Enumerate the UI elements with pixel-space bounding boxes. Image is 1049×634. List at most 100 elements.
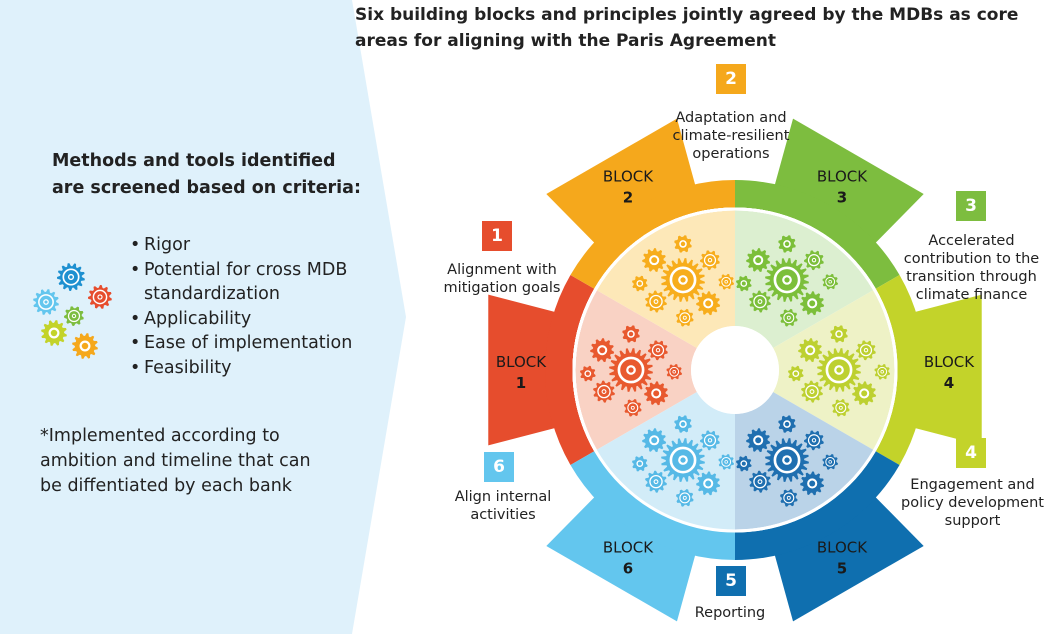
block-1-word: BLOCK <box>496 353 547 371</box>
block-6-number: 6 <box>623 559 633 577</box>
criteria-item: Applicability <box>130 307 404 332</box>
block-1-number: 1 <box>516 374 526 392</box>
block-6-gear-cluster <box>632 415 734 507</box>
small-gear-icon <box>852 381 877 406</box>
small-gear-icon <box>700 250 720 271</box>
block-4-word: BLOCK <box>924 353 975 371</box>
small-gear-icon <box>788 365 804 382</box>
small-gear-icon <box>798 338 823 363</box>
badge-block-4: 4 <box>956 438 986 468</box>
small-gear-icon <box>661 258 705 302</box>
block-3-gear-cluster <box>736 235 838 327</box>
small-gear-icon <box>718 273 734 290</box>
small-gear-icon <box>718 454 734 470</box>
small-gear-icon <box>800 471 825 496</box>
small-gear-icon <box>817 348 861 392</box>
criteria-item: Rigor <box>130 233 404 258</box>
badge-block-5: 5 <box>716 566 746 596</box>
small-gear-icon <box>696 291 721 316</box>
small-gear-icon <box>645 470 667 493</box>
small-gear-icon <box>642 248 667 272</box>
small-gear-icon <box>661 438 705 482</box>
block-2-gear-cluster <box>632 235 734 327</box>
small-gear-icon <box>765 258 809 302</box>
small-gear-icon <box>749 290 771 313</box>
small-gear-icon <box>645 290 667 313</box>
badge-block-1: 1 <box>482 221 512 251</box>
block-6-segment <box>546 207 898 622</box>
small-gear-icon <box>801 380 823 403</box>
block-5-number: 5 <box>837 559 847 577</box>
small-gear-icon <box>736 455 752 472</box>
label-block-5: Reporting <box>694 605 766 621</box>
criteria-heading: Methods and tools identified are screene… <box>52 151 361 198</box>
badge-block-3: 3 <box>956 191 986 221</box>
small-gear-icon <box>674 235 692 253</box>
small-gear-icon <box>832 399 850 417</box>
small-gear-icon <box>642 428 667 453</box>
small-gear-icon <box>830 325 848 343</box>
small-gear-icon <box>778 415 796 433</box>
badge-block-2: 2 <box>716 64 746 94</box>
small-gear-icon <box>749 470 771 493</box>
gear-icon <box>57 263 85 291</box>
block-4-number: 4 <box>944 374 954 392</box>
small-gear-icon <box>822 454 838 470</box>
footnote: *Implemented according to ambition and t… <box>40 426 311 496</box>
block-6-word: BLOCK <box>603 538 654 556</box>
small-gear-icon <box>644 381 669 406</box>
gear-icon <box>41 320 67 346</box>
small-gear-icon <box>874 364 890 380</box>
small-gear-icon <box>778 235 796 253</box>
small-gear-icon <box>676 308 694 327</box>
small-gear-icon <box>590 338 615 363</box>
small-gear-icon <box>666 364 682 380</box>
small-gear-icon <box>765 438 809 482</box>
block-2-number: 2 <box>623 189 633 207</box>
criteria-list: Rigor Potential for cross MDB standardiz… <box>130 233 404 380</box>
label-block-4: Engagement and policy development suppor… <box>901 477 1044 529</box>
gear-icon <box>64 306 84 326</box>
small-gear-icon <box>676 489 694 507</box>
small-gear-icon <box>632 455 648 472</box>
badge-block-6: 6 <box>484 452 514 482</box>
small-gear-icon <box>736 275 752 292</box>
criteria-item: Potential for cross MDB standardization <box>130 258 404 307</box>
small-gear-icon <box>780 489 798 507</box>
small-gear-icon <box>780 308 798 327</box>
block-2-word: BLOCK <box>603 168 654 186</box>
block-4-gear-cluster <box>788 325 890 417</box>
small-gear-icon <box>674 415 692 433</box>
diagram-title: Six building blocks and principles joint… <box>355 5 1019 51</box>
small-gear-icon <box>622 325 640 343</box>
small-gear-icon <box>696 471 721 496</box>
label-block-6: Align internal activities <box>454 489 552 523</box>
label-block-2: Adaptation and climate-resilient operati… <box>672 110 790 162</box>
block-3-word: BLOCK <box>817 168 868 186</box>
criteria-item: Feasibility <box>130 356 404 381</box>
block-5-gear-cluster <box>736 415 838 507</box>
block-3-number: 3 <box>837 189 847 207</box>
small-gear-icon <box>804 250 824 271</box>
small-gear-icon <box>632 275 648 292</box>
gear-icon <box>72 333 98 359</box>
label-block-3: Accelerated contribution to the transiti… <box>903 233 1040 303</box>
small-gear-icon <box>856 340 876 361</box>
block-5-word: BLOCK <box>817 538 868 556</box>
block-1-gear-cluster <box>580 325 682 417</box>
small-gear-icon <box>648 340 668 361</box>
criteria-item: Ease of implementation <box>130 331 404 356</box>
small-gear-icon <box>746 428 771 453</box>
small-gear-icon <box>609 348 653 392</box>
gear-icon <box>33 289 59 315</box>
small-gear-icon <box>822 273 838 290</box>
small-gear-icon <box>593 380 615 403</box>
small-gear-icon <box>804 430 824 451</box>
small-gear-icon <box>624 399 642 417</box>
small-gear-icon <box>580 365 596 382</box>
small-gear-icon <box>746 248 771 272</box>
small-gear-icon <box>700 430 720 451</box>
centre-hole <box>691 326 779 414</box>
